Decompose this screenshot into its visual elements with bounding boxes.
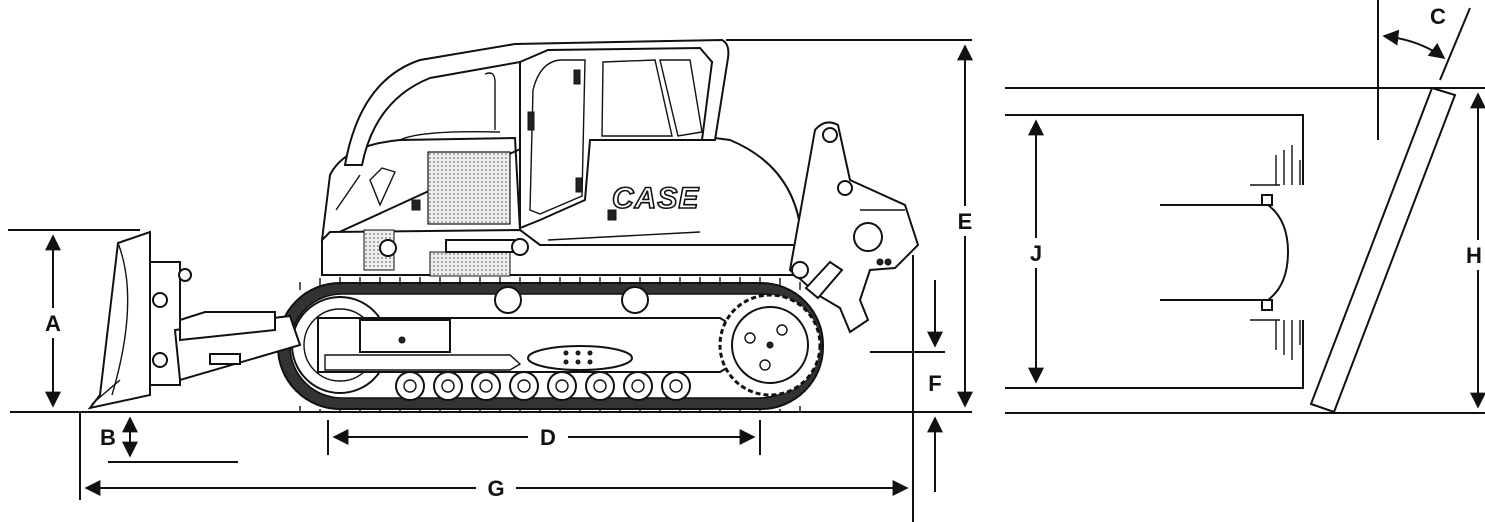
dimension-h: H [1463,92,1485,409]
brand-logo-text: CASE [612,182,699,215]
label-c: C [1430,4,1446,29]
label-a: A [45,311,61,336]
bottom-rollers [395,371,691,401]
dimension-g: G [84,255,914,522]
machine-top-outline [1005,114,1304,389]
label-g: G [487,476,504,501]
operator-cab [343,38,730,230]
label-f: F [928,371,941,396]
dozer-blade-assembly [87,230,302,410]
label-d: D [540,425,556,450]
side-view: CASE [8,38,980,522]
dimension-c: C [1377,0,1471,140]
lift-cylinder [179,311,276,342]
label-h: H [1466,243,1482,268]
cab-side-window [601,59,673,137]
brand-logo: CASE [611,181,699,216]
label-b: B [100,425,116,450]
cab-door-window [529,59,586,215]
ripper-cylinder [804,260,844,300]
label-e: E [958,209,973,234]
dimension-e: E [726,39,980,413]
ripper-assembly [788,121,920,334]
carrier-roller [621,286,649,314]
track-shoes [299,277,801,413]
angled-blade [1309,86,1457,414]
ripper-arm [788,121,920,334]
rops-frame [343,38,730,166]
dozer-blade [87,230,151,410]
dimension-a: A [8,229,140,408]
engine-grill [427,151,511,225]
label-j: J [1030,241,1042,266]
dimension-d: D [327,420,761,455]
dimension-f: F [870,280,945,492]
track-assembly [277,277,824,413]
dimension-b: B [79,412,238,500]
dimension-j: J [1021,119,1051,384]
carrier-roller [494,286,522,314]
top-view: C H J [1005,0,1485,414]
